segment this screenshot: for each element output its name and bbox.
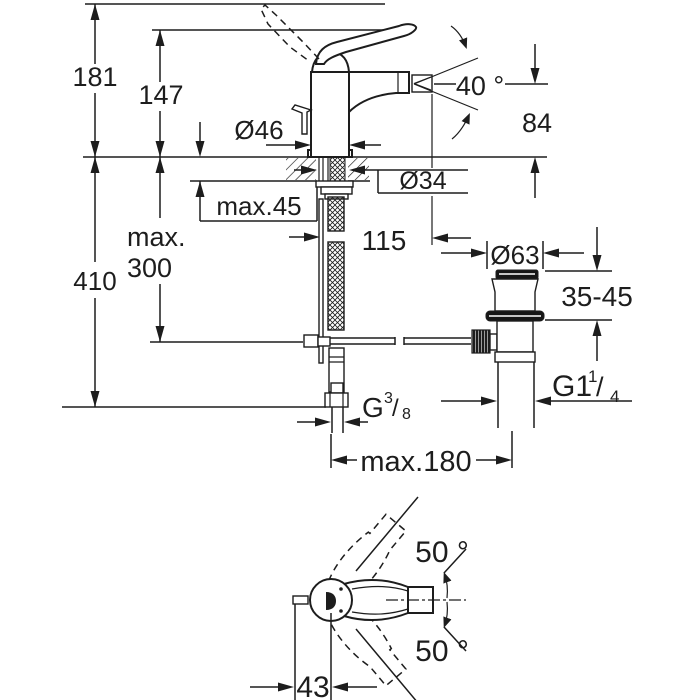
dim-spout-reach: 115 [289, 94, 471, 256]
dim-50deg-bottom-label: 50 ° [415, 635, 469, 668]
dim-spray-angle: 40 ° [413, 25, 548, 140]
dim-total-height: 181 [72, 4, 118, 157]
flexible-hose [324, 196, 349, 433]
pop-up-rod [303, 198, 471, 364]
waste-valve [471, 269, 545, 428]
dim-dia34-label: Ø34 [399, 167, 446, 195]
dim-under-deck-height: 410 [73, 157, 117, 407]
dim-dia63-label: Ø63 [490, 240, 539, 270]
dim-rod-offset: 43 [250, 604, 377, 700]
faucet-body [310, 71, 350, 158]
dim-max-span: max.180 [330, 431, 513, 478]
dim-body-height: 147 [138, 30, 184, 157]
dim-147-label: 147 [138, 80, 183, 110]
dim-waste-thread: G1 1 / 4 [441, 367, 632, 406]
hose-neck [330, 382, 344, 394]
cartridge-mark [326, 592, 336, 610]
pop-up-knob [290, 104, 313, 135]
dim-hose-length: max. 300 [127, 157, 186, 342]
dim-410-label: 410 [73, 266, 116, 296]
g114-main-label: G1 [552, 370, 592, 403]
dim-handle-swing: 50 ° 50 ° [415, 536, 469, 668]
g38-slash-label: / [392, 395, 399, 422]
g114-slash-label: / [596, 372, 604, 402]
dim-max180-label: max.180 [360, 446, 471, 478]
dim-84-label: 84 [522, 108, 552, 138]
dim-spout-height: 84 [522, 44, 552, 198]
rod-clamp [303, 334, 319, 348]
dim-43-label: 43 [296, 671, 329, 700]
g38-sup-label: 3 [384, 390, 393, 407]
dim-hole-diameter: Ø34 [294, 165, 468, 195]
dim-300-label: 300 [127, 253, 172, 283]
hose-hex-nut [324, 392, 349, 408]
valve-outlet-pipe [497, 362, 535, 428]
g38-main-label: G [362, 392, 384, 423]
dim-max45-label: max.45 [216, 191, 301, 221]
dim-body-diameter: Ø46 [234, 115, 381, 150]
dim-hose-thread: G 3 / 8 [297, 390, 411, 427]
handle-lever [314, 23, 418, 65]
dim-115-label: 115 [362, 225, 407, 256]
valve-body [496, 320, 534, 353]
dim-dia46-label: Ø46 [234, 115, 283, 145]
dim-40deg-label: 40 ° [456, 71, 504, 101]
spout [348, 71, 410, 115]
g38-sub-label: 8 [402, 406, 411, 423]
dim-max-label: max. [127, 222, 186, 252]
pop-up-rod-stub [292, 595, 309, 605]
dim-waste-cap-diameter: Ø63 [441, 240, 584, 270]
horizontal-linkage-rod [330, 337, 471, 345]
dim-50deg-top-label: 50 ° [415, 536, 469, 569]
knurled-adjuster [471, 329, 491, 354]
mounting-shank [315, 156, 354, 200]
dim-waste-adjust-range: 35-45 [545, 227, 633, 361]
handle-lever-raised-dashed [260, 3, 320, 62]
valve-neck [491, 278, 539, 312]
dim-181-label: 181 [72, 62, 117, 92]
dim-3545-label: 35-45 [561, 281, 633, 312]
swing-angle-rays [355, 496, 419, 700]
g114-sup-label: 1 [588, 367, 597, 386]
handle-top-view [292, 496, 467, 700]
faucet-main-view [260, 3, 433, 158]
g114-sub-label: 4 [610, 387, 619, 406]
dim-max-deck-thickness: max.45 [190, 122, 318, 222]
